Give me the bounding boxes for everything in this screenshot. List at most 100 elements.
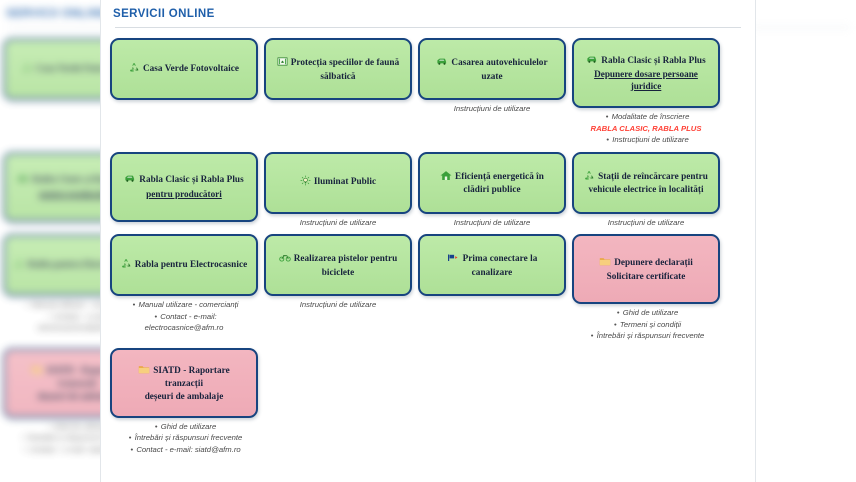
card-link[interactable]: Instrucțiuni de utilizare — [299, 217, 377, 227]
service-card-prima-conectare-canalizare[interactable]: Prima conectare la canalizare — [418, 234, 566, 297]
service-card-grid: Casa Verde Fotovoltaice Protecția specii… — [101, 28, 755, 461]
background-blur-right: SERVICII ONLINE Casa Verde Fotovoltaice … — [752, 0, 856, 482]
card-link[interactable]: Instrucțiuni de utilizare — [607, 217, 685, 227]
card-link[interactable]: Instrucțiuni de utilizare — [453, 104, 531, 113]
card-link[interactable]: RABLA CLASIC, RABLA PLUS — [590, 123, 702, 133]
card-link[interactable]: Contact - e-mail: — [160, 311, 217, 321]
recycle-icon — [129, 62, 140, 77]
service-cell: Rabla pentru Electrocasnice •Manual utili… — [0, 234, 108, 342]
card-link[interactable]: Întrebări și răspunsuri frecvente — [27, 433, 108, 443]
service-card-casarea-autovehiculelor-uzate[interactable]: Casarea autovehiculelor uzate — [418, 38, 566, 100]
card-title: Rabla Clasic și Rabla Plus — [17, 173, 108, 188]
card-links: Instrucțiuni de utilizare — [262, 299, 414, 311]
card-links: •Manual utilizare - comercianți•Contact … — [1, 299, 108, 334]
card-link[interactable]: Întrebări și răspunsuri frecvente — [596, 331, 705, 341]
card-link-item: Instrucțiuni de utilizare — [570, 217, 722, 229]
bullet-icon: • — [47, 311, 51, 321]
card-link-item: •Contact - e-mail: — [108, 311, 260, 323]
service-card-statii-reincarcare-localitati[interactable]: Stații de reîncărcare pentru vehicule el… — [572, 151, 720, 214]
card-link[interactable]: Modalitate de înscriere — [611, 112, 690, 121]
card-subtitle[interactable]: Solicitare certificate — [606, 271, 686, 282]
card-subtitle[interactable]: pentru producători — [39, 188, 108, 199]
service-cell: Rabla pentru Electrocasnice •Manual utili… — [107, 234, 261, 342]
service-card-casa-verde-fotovoltaice[interactable]: Casa Verde Fotovoltaice — [110, 38, 258, 100]
card-link[interactable]: Întrebări și răspunsuri frecvente — [134, 433, 243, 443]
bullet-icon: • — [614, 319, 617, 329]
bullet-icon: • — [21, 433, 25, 443]
card-link[interactable]: Manual utilizare - comercianți — [138, 300, 239, 310]
car-icon — [586, 54, 598, 69]
card-link-list: •Ghid de utilizare•Termeni și condiții•Î… — [570, 307, 722, 342]
card-title-text: Rabla Clasic și Rabla Plus — [601, 54, 706, 65]
servicii-online-panel: SERVICII ONLINE Casa Verde Fotovoltaice … — [100, 0, 756, 482]
service-card-realizarea-pistelor-biciclete[interactable]: Realizarea pistelor pentru biciclete — [264, 234, 412, 297]
recycle-icon — [584, 170, 595, 185]
card-link[interactable]: Contact - e-mail: siatd@afm.ro — [29, 444, 108, 454]
card-title-text: Casarea autovehiculelor uzate — [451, 57, 548, 81]
card-title: Casarea autovehiculelor uzate — [426, 56, 558, 82]
card-links: •Ghid de utilizare•Termeni și condiții•Î… — [570, 307, 722, 342]
service-card-grid: Casa Verde Fotovoltaice Protecția specii… — [752, 28, 856, 461]
service-cell: Protecția speciilor de faună sălbatică — [261, 38, 415, 146]
service-card-eficienta-energetica-cladiri[interactable]: Eficiență energetică în clădiri publice — [418, 151, 566, 214]
card-subtitle[interactable]: deșeuri de ambalaje — [144, 390, 224, 401]
card-subtitle[interactable]: Depunere dosare persoane juridice — [594, 69, 698, 91]
service-card-rabla-electrocasnice[interactable]: Rabla pentru Electrocasnice — [110, 234, 258, 297]
recycle-icon — [22, 62, 33, 77]
card-link[interactable]: Ghid de utilizare — [622, 308, 679, 318]
card-links: •Ghid de utilizare•Întrebări și răspunsu… — [1, 421, 108, 456]
card-link-item: electrocasnice@afm.ro — [108, 322, 260, 334]
card-title-text: Casa Verde Fotovoltaice — [35, 62, 108, 73]
recycle-icon — [14, 258, 25, 273]
card-link[interactable]: electrocasnice@afm.ro — [37, 323, 108, 333]
card-link-list: •Manual utilizare - comercianți•Contact … — [1, 299, 108, 334]
bullet-icon: • — [130, 444, 134, 454]
card-title: Rabla pentru Electrocasnice — [121, 258, 247, 273]
card-links: •Manual utilizare - comercianți•Contact … — [108, 299, 260, 334]
card-subtitle[interactable]: deșeuri de ambalaje — [37, 390, 108, 401]
service-card-rabla-electrocasnice[interactable]: Rabla pentru Electrocasnice — [3, 234, 108, 297]
card-links: •Ghid de utilizare•Întrebări și răspunsu… — [108, 421, 260, 456]
card-title-text: SIATD - Raportare tranzacții — [153, 364, 230, 389]
card-link[interactable]: Manual utilizare - comercianți — [31, 300, 109, 310]
card-title-text: Realizarea pistelor pentru biciclete — [293, 253, 398, 277]
card-link[interactable]: Instrucțiuni de utilizare — [453, 217, 531, 227]
card-title: Realizarea pistelor pentru biciclete — [272, 252, 404, 278]
card-link-list: •Ghid de utilizare•Întrebări și răspunsu… — [1, 421, 108, 456]
card-title-text: Rabla pentru Electrocasnice — [27, 258, 108, 269]
card-link-list: Instrucțiuni de utilizare — [416, 217, 568, 229]
card-link[interactable]: Contact - e-mail: siatd@afm.ro — [136, 444, 241, 454]
bullet-icon: • — [606, 135, 610, 145]
bullet-icon: • — [132, 300, 136, 310]
card-link-item: •Ghid de utilizare — [570, 307, 722, 319]
bullet-icon: • — [154, 311, 158, 321]
bullet-icon: • — [23, 444, 27, 454]
card-link[interactable]: electrocasnice@afm.ro — [144, 323, 224, 333]
panel-header: SERVICII ONLINE — [0, 0, 108, 28]
header-divider — [115, 27, 741, 28]
card-subtitle[interactable]: pentru producători — [146, 188, 222, 199]
card-link-item: •Întrebări și răspunsuri frecvente — [1, 432, 108, 444]
bullet-icon: • — [605, 112, 609, 121]
service-card-protectia-speciilor-fauna[interactable]: Protecția speciilor de faună sălbatică — [264, 38, 412, 100]
bullet-icon: • — [590, 331, 594, 341]
panel-header: SERVICII ONLINE — [101, 0, 755, 28]
card-link[interactable]: Termeni și condiții — [619, 319, 682, 329]
service-card-iluminat-public[interactable]: Iluminat Public — [264, 151, 412, 214]
card-link[interactable]: Instrucțiuni de utilizare — [612, 135, 689, 145]
card-link[interactable]: Instrucțiuni de utilizare — [299, 300, 377, 310]
card-link-item: •Manual utilizare - comercianți — [1, 299, 108, 311]
card-link[interactable]: Ghid de utilizare — [160, 421, 217, 431]
service-card-casa-verde-fotovoltaice[interactable]: Casa Verde Fotovoltaice — [3, 38, 108, 100]
